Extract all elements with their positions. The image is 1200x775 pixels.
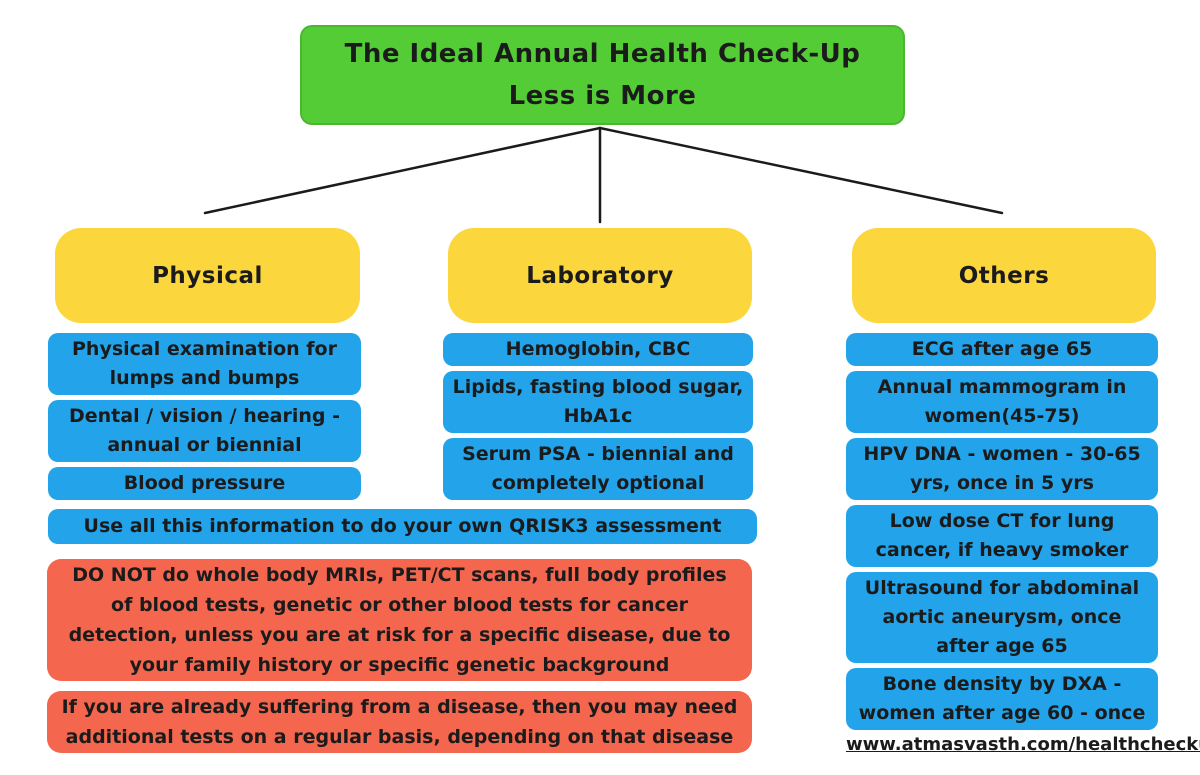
column-header-others: Others (852, 228, 1156, 323)
lab-item-serum-psa: Serum PSA - biennial and completely opti… (443, 438, 753, 500)
physical-item-exam: Physical examination for lumps and bumps (48, 333, 361, 395)
title-line-2: Less is More (508, 81, 697, 111)
lab-item-lipids-sugar-hba1c: Lipids, fasting blood sugar, HbA1c (443, 371, 753, 433)
website-link[interactable]: www.atmasvasth.com/healthcheckup (846, 734, 1200, 755)
lab-item-hemoglobin-cbc: Hemoglobin, CBC (443, 333, 753, 366)
physical-item-dental-vision-hearing: Dental / vision / hearing - annual or bi… (48, 400, 361, 462)
others-item-low-dose-ct: Low dose CT for lung cancer, if heavy sm… (846, 505, 1158, 567)
connector-line-right (598, 126, 1004, 215)
others-item-ecg: ECG after age 65 (846, 333, 1158, 366)
column-others: ECG after age 65 Annual mammogram in wom… (846, 333, 1158, 735)
column-header-laboratory: Laboratory (448, 228, 752, 323)
warning-existing-disease: If you are already suffering from a dise… (47, 691, 752, 753)
others-item-hpv-dna: HPV DNA - women - 30-65 yrs, once in 5 y… (846, 438, 1158, 500)
column-header-physical: Physical (55, 228, 360, 323)
others-item-mammogram: Annual mammogram in women(45-75) (846, 371, 1158, 433)
qrisk3-banner: Use all this information to do your own … (48, 509, 757, 544)
title-box: The Ideal Annual Health Check-Up Less is… (300, 25, 905, 125)
title-line-1: The Ideal Annual Health Check-Up (344, 39, 861, 69)
column-laboratory: Hemoglobin, CBC Lipids, fasting blood su… (443, 333, 753, 505)
physical-item-blood-pressure: Blood pressure (48, 467, 361, 500)
column-physical: Physical examination for lumps and bumps… (48, 333, 361, 505)
others-item-bone-density-dxa: Bone density by DXA - women after age 60… (846, 668, 1158, 730)
others-item-ultrasound-aaa: Ultrasound for abdominal aortic aneurysm… (846, 572, 1158, 663)
connector-line-left (203, 126, 602, 215)
warning-do-not-scans: DO NOT do whole body MRIs, PET/CT scans,… (47, 559, 752, 681)
